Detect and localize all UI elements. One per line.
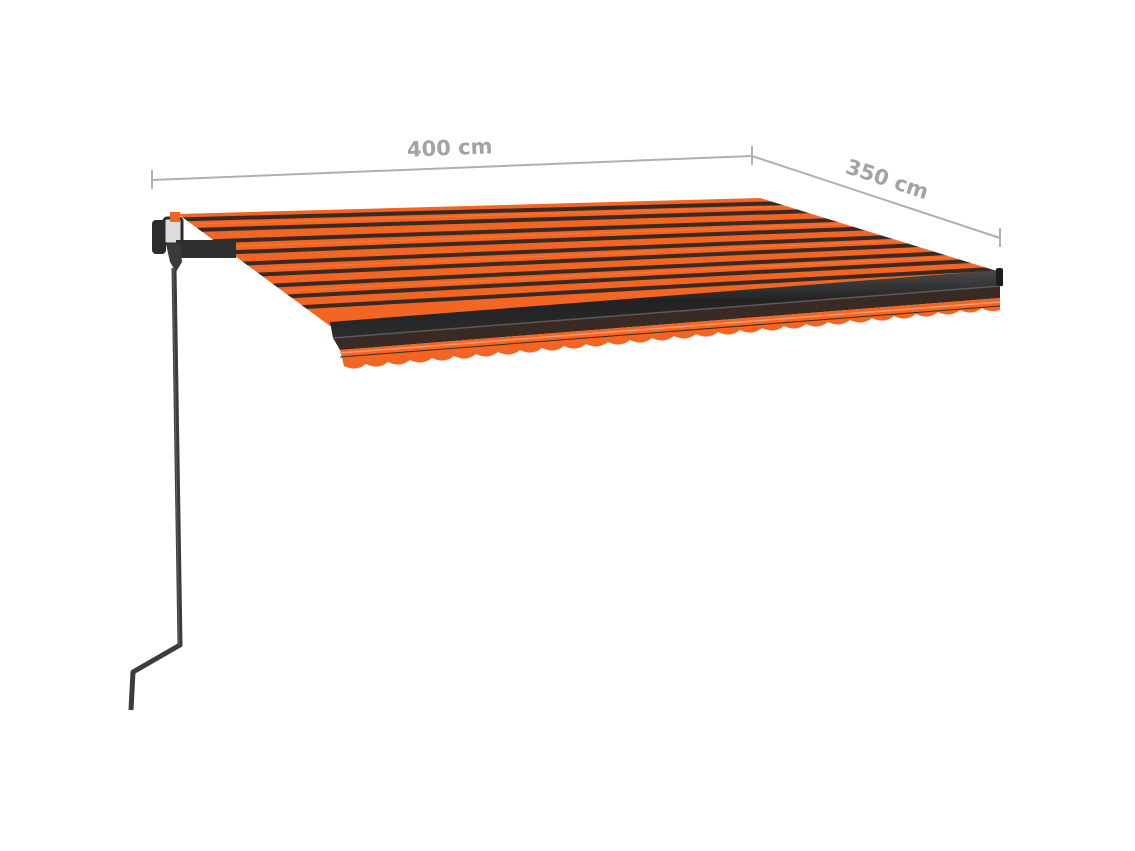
depth-dimension-label: 350 cm (843, 155, 932, 205)
width-dimension: 400 cm (151, 134, 753, 189)
wall-bracket (152, 212, 236, 272)
crank-handle (128, 267, 183, 711)
width-dimension-line (151, 155, 753, 181)
front-bar (330, 268, 1003, 350)
width-dimension-label: 400 cm (407, 134, 493, 161)
valance (339, 298, 1001, 369)
depth-dimension-line (751, 155, 1001, 239)
